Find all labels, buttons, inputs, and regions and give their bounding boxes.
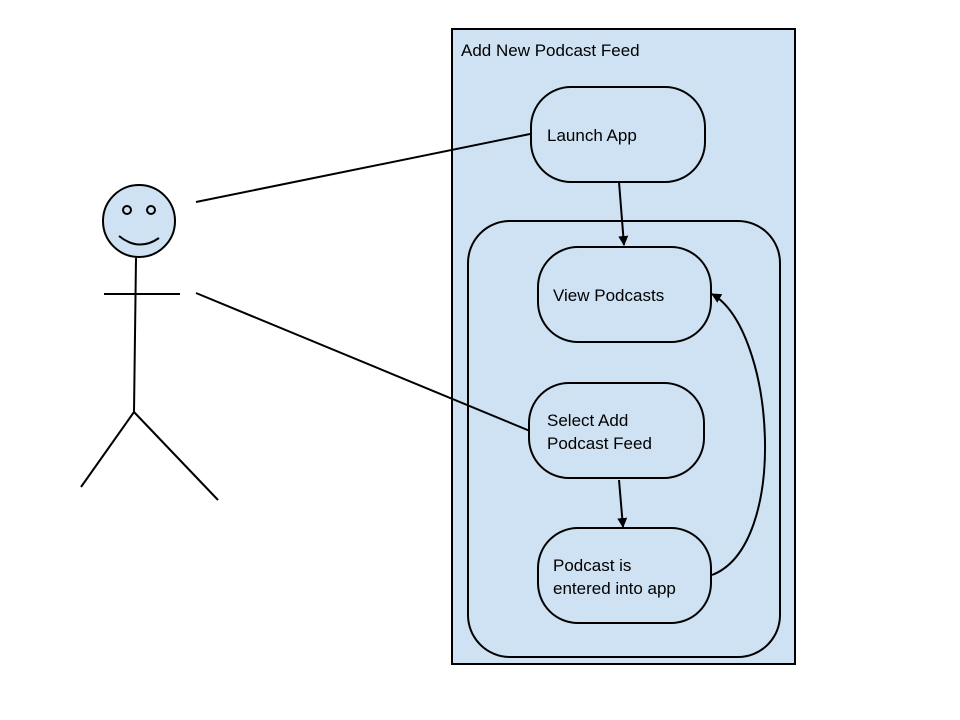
system-boundary-title: Add New Podcast Feed (461, 41, 640, 60)
use-case-podcast-entered-line1: Podcast is (553, 556, 631, 575)
association-line-launch-app (195, 133, 531, 203)
actor-stick-figure (80, 184, 219, 501)
use-case-view-podcasts-label: View Podcasts (553, 286, 664, 305)
arrow-select-to-entered (617, 479, 628, 528)
use-case-view-podcasts: View Podcasts (537, 246, 712, 343)
actor-left-leg (80, 411, 135, 488)
actor-right-eye (146, 205, 156, 215)
arrow-launch-to-view (618, 181, 629, 246)
use-case-podcast-entered: Podcast is entered into app (537, 527, 712, 624)
arrow-entered-to-view (711, 293, 766, 576)
actor-left-eye (122, 205, 132, 215)
actor-body (133, 257, 137, 413)
association-line-select-add (195, 292, 531, 432)
actor-right-leg (133, 411, 219, 501)
actor-head (102, 184, 176, 258)
use-case-podcast-entered-line2: entered into app (553, 579, 676, 598)
actor-smile (118, 235, 160, 246)
use-case-launch-app: Launch App (530, 86, 706, 183)
use-case-launch-app-label: Launch App (547, 126, 637, 145)
use-case-select-add-feed-line2: Podcast Feed (547, 434, 652, 453)
use-case-select-add-feed: Select Add Podcast Feed (528, 382, 705, 479)
use-case-select-add-feed-line1: Select Add (547, 411, 628, 430)
